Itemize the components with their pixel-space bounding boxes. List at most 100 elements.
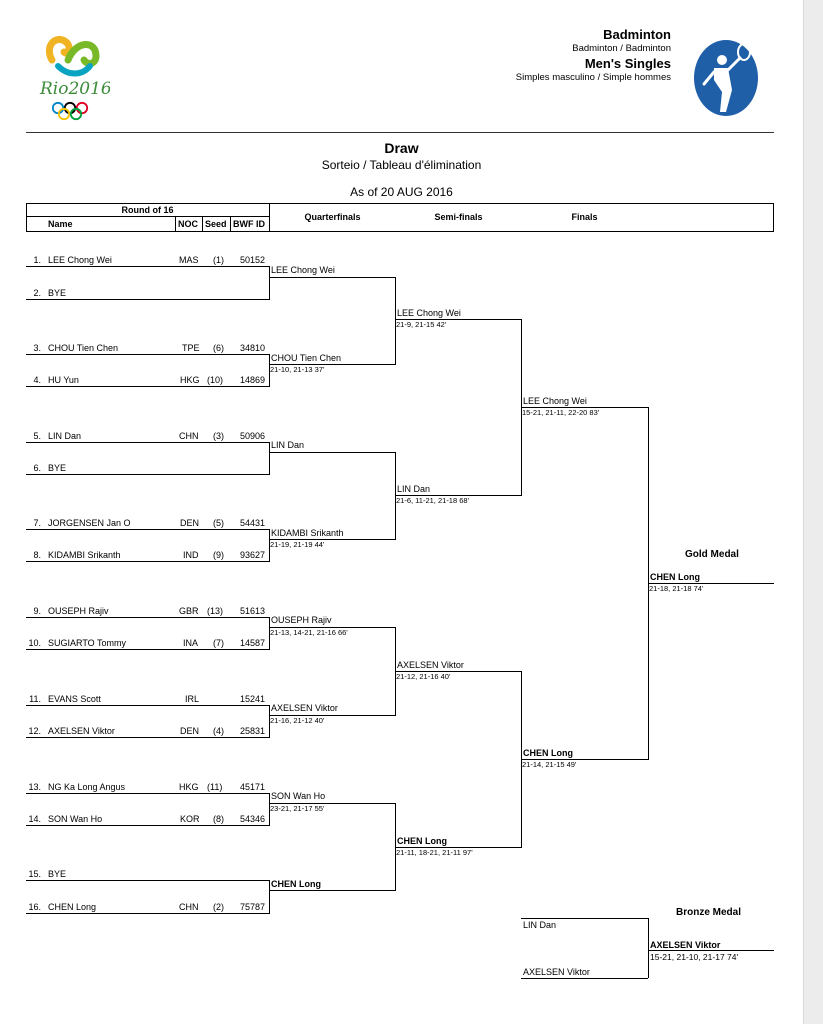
final-score: 21-14, 21-15 49': [522, 760, 577, 769]
table-row: [26, 474, 269, 475]
qf-player: CHEN Long: [271, 879, 321, 889]
player-bwf-id: 45171: [240, 782, 266, 792]
player-noc: CHN: [179, 431, 199, 441]
player-bwf-id: 51613: [240, 606, 266, 616]
player-bwf-id: 54346: [240, 814, 266, 824]
qf-score: 21-13, 14-21, 21-16 66': [270, 628, 348, 637]
player-bwf-id: 50906: [240, 431, 266, 441]
player-name: CHEN Long: [48, 902, 97, 912]
player-noc: CHN: [179, 902, 199, 912]
qf-player: AXELSEN Viktor: [271, 703, 338, 713]
table-row: [26, 354, 269, 355]
table-row: [26, 737, 269, 738]
sport-title: Badminton: [603, 27, 671, 42]
rio2016-logo: Rio2016: [38, 30, 112, 126]
semifinals-header: Semi-finals: [434, 212, 483, 222]
seed-number: 15.: [28, 869, 41, 879]
player-name: NG Ka Long Angus: [48, 782, 126, 792]
player-noc: GBR: [179, 606, 199, 616]
table-row: [26, 386, 269, 387]
seed-number: 9.: [33, 606, 41, 616]
seed-number: 12.: [28, 726, 41, 736]
player-noc: HKG: [180, 375, 200, 385]
table-row: [26, 529, 269, 530]
gold-medal-score: 21-18, 21-18 74': [649, 584, 704, 593]
player-seed: (3): [213, 431, 224, 441]
seed-header: Seed: [205, 219, 227, 229]
player-bwf-id: 93627: [240, 550, 266, 560]
seed-number: 13.: [28, 782, 41, 792]
player-name: BYE: [48, 288, 67, 298]
player-seed: (4): [213, 726, 224, 736]
gold-medal-winner: CHEN Long: [650, 572, 700, 582]
document-subtitle: Sorteio / Tableau d'élimination: [321, 158, 482, 172]
player-seed: (10): [207, 375, 224, 385]
qf-player: KIDAMBI Srikanth: [271, 528, 344, 538]
qf-score: 21-16, 21-12 40': [270, 716, 325, 725]
player-noc: IRL: [185, 694, 200, 704]
player-name: JORGENSEN Jan O: [48, 518, 131, 528]
player-noc: TPE: [182, 343, 200, 353]
qf-player: LEE Chong Wei: [271, 265, 335, 275]
sf-score: 21-9, 21-15 42': [396, 320, 447, 329]
sf-player: CHEN Long: [397, 836, 447, 846]
round-of-16-header: Round of 16: [121, 205, 174, 215]
final-player: CHEN Long: [523, 748, 573, 758]
qf-player: OUSEPH Rajiv: [271, 615, 332, 625]
qf-score: 23-21, 21-17 55': [270, 804, 325, 813]
player-seed: (5): [213, 518, 224, 528]
as-of-date: As of 20 AUG 2016: [350, 185, 453, 199]
table-row: [26, 617, 269, 618]
seed-number: 4.: [33, 375, 41, 385]
draw-table-header: [26, 203, 774, 232]
player-seed: (7): [213, 638, 224, 648]
player-noc: DEN: [180, 726, 200, 736]
sf-player: LIN Dan: [397, 484, 431, 494]
sf-score: 21-6, 11-21, 21-18 68': [396, 496, 470, 505]
sf-score: 21-11, 18-21, 21-11 97': [396, 848, 473, 857]
seed-number: 10.: [28, 638, 41, 648]
table-row: [26, 442, 269, 443]
player-seed: (6): [213, 343, 224, 353]
sf-player: AXELSEN Viktor: [397, 660, 464, 670]
noc-header: NOC: [178, 219, 198, 229]
bwf-id-header: BWF ID: [233, 219, 265, 229]
player-name: SON Wan Ho: [48, 814, 103, 824]
player-name: BYE: [48, 463, 67, 473]
player-noc: HKG: [179, 782, 199, 792]
player-bwf-id: 54431: [240, 518, 266, 528]
player-seed: (1): [213, 255, 224, 265]
page-scrollbar[interactable]: [803, 0, 823, 1024]
player-name: EVANS Scott: [48, 694, 101, 704]
player-bwf-id: 14869: [240, 375, 266, 385]
table-row: [26, 880, 269, 881]
seed-number: 5.: [33, 431, 41, 441]
qf-score: 21-19, 21-19 44': [270, 540, 325, 549]
table-row: [26, 266, 269, 267]
player-name: OUSEPH Rajiv: [48, 606, 109, 616]
player-bwf-id: 15241: [240, 694, 266, 704]
player-seed: (8): [213, 814, 224, 824]
bronze-medal-label: Bronze Medal: [676, 907, 742, 918]
player-bwf-id: 50152: [240, 255, 266, 265]
seed-number: 14.: [28, 814, 41, 824]
sf-player: LEE Chong Wei: [397, 308, 461, 318]
player-noc: IND: [183, 550, 199, 560]
player-noc: INA: [183, 638, 199, 648]
player-bwf-id: 34810: [240, 343, 266, 353]
event-translation: Simples masculino / Simple hommes: [515, 72, 671, 83]
seed-number: 11.: [29, 694, 41, 704]
document-title: Draw: [384, 140, 419, 156]
bronze-medal-winner: AXELSEN Viktor: [650, 940, 721, 950]
sport-translation: Badminton / Badminton: [572, 43, 671, 54]
seed-number: 8.: [33, 550, 41, 560]
quarterfinals-header: Quarterfinals: [304, 212, 361, 222]
player-name: LIN Dan: [48, 431, 82, 441]
sf-score: 21-12, 21-16 40': [396, 672, 451, 681]
qf-player: SON Wan Ho: [271, 791, 326, 801]
qf-player: LIN Dan: [271, 440, 305, 450]
player-bwf-id: 14587: [240, 638, 266, 648]
table-row: [26, 825, 269, 826]
player-name: LEE Chong Wei: [48, 255, 112, 265]
table-row: [26, 705, 269, 706]
